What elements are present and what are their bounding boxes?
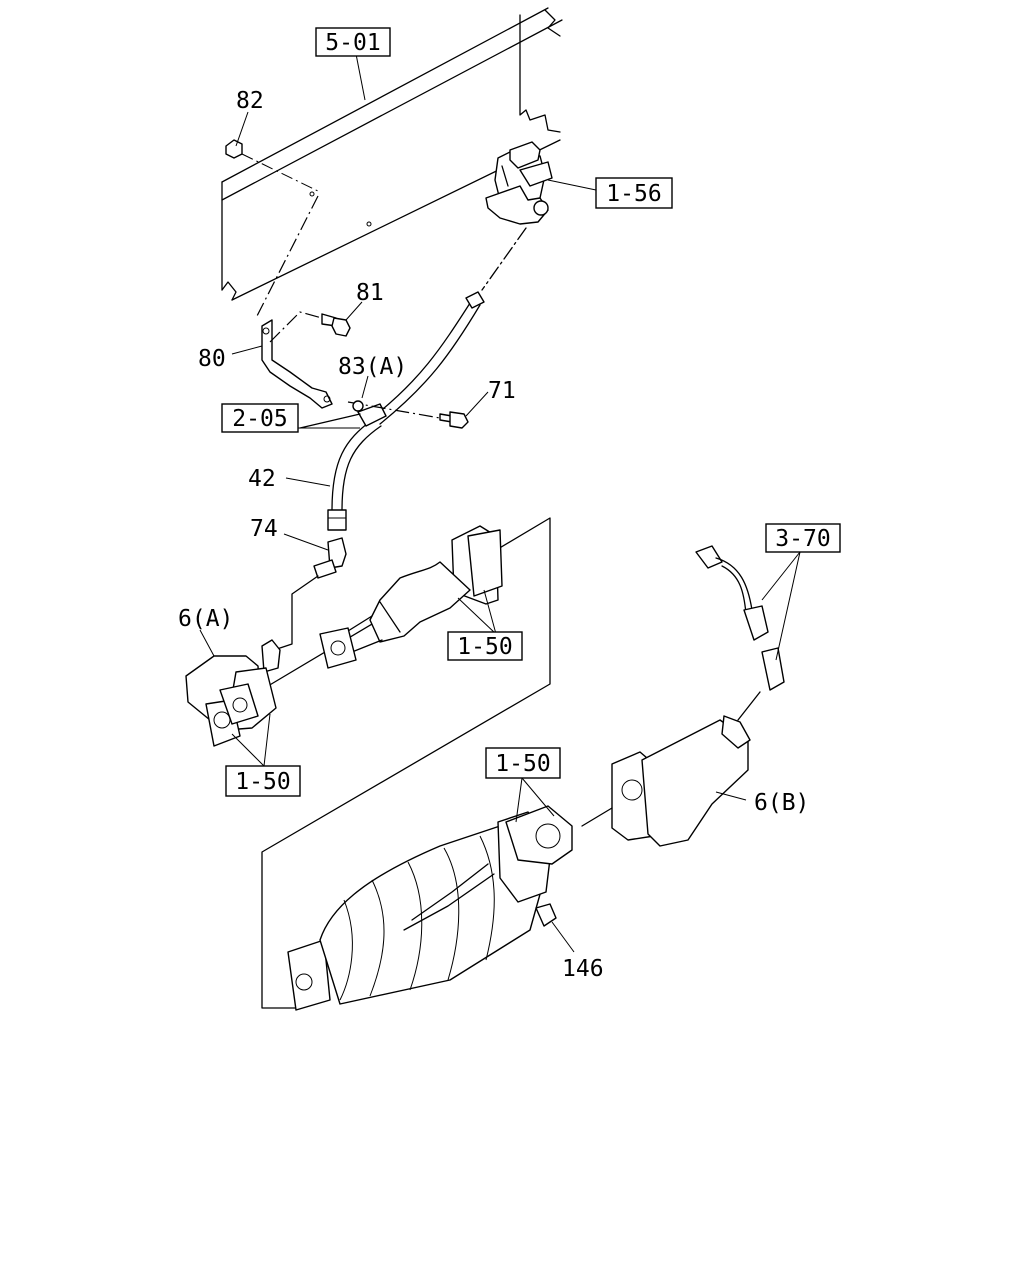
bolt-81	[269, 311, 351, 343]
bolt-71	[439, 411, 469, 429]
ref-1-56[interactable]: 1-56	[595, 177, 673, 209]
frame-rail	[221, 7, 563, 301]
union-74	[273, 537, 347, 651]
ref-1-50-catalyst[interactable]: 1-50	[485, 747, 561, 779]
exhaust-pipe-assembly	[261, 517, 551, 1009]
ref-label: 3-70	[775, 526, 830, 552]
callout-83a: 83(A)	[338, 354, 407, 380]
leader-lines	[199, 53, 801, 953]
ref-5-01[interactable]: 5-01	[315, 27, 391, 57]
ref-label: 1-50	[495, 751, 550, 777]
solenoid-valve-1-56	[481, 141, 553, 291]
callout-6b: 6(B)	[754, 790, 809, 816]
callout-74: 74	[250, 516, 278, 542]
ref-label: 1-50	[235, 769, 290, 795]
nut-82	[225, 139, 321, 193]
ref-label: 2-05	[232, 406, 287, 432]
ref-1-50-pipe[interactable]: 1-50	[447, 631, 523, 661]
ref-3-70[interactable]: 3-70	[765, 523, 841, 553]
callout-81: 81	[356, 280, 384, 306]
callout-42: 42	[248, 466, 276, 492]
ref-label: 1-56	[606, 181, 661, 207]
ref-1-50-6a[interactable]: 1-50	[225, 765, 301, 797]
ref-2-05[interactable]: 2-05	[221, 403, 299, 433]
pipe-6b	[581, 715, 751, 847]
ref-label: 5-01	[325, 30, 380, 56]
callout-71: 71	[488, 378, 516, 404]
pipe-6a	[185, 639, 281, 747]
callout-146: 146	[562, 956, 604, 982]
pipe-42	[299, 291, 485, 531]
bracket-80	[255, 195, 333, 409]
sensor-3-70	[695, 545, 785, 721]
callout-82: 82	[236, 88, 264, 114]
callout-6a: 6(A)	[178, 606, 233, 632]
catalyst-dpf	[287, 805, 573, 1011]
callout-80: 80	[198, 346, 226, 372]
ref-label: 1-50	[457, 634, 512, 660]
